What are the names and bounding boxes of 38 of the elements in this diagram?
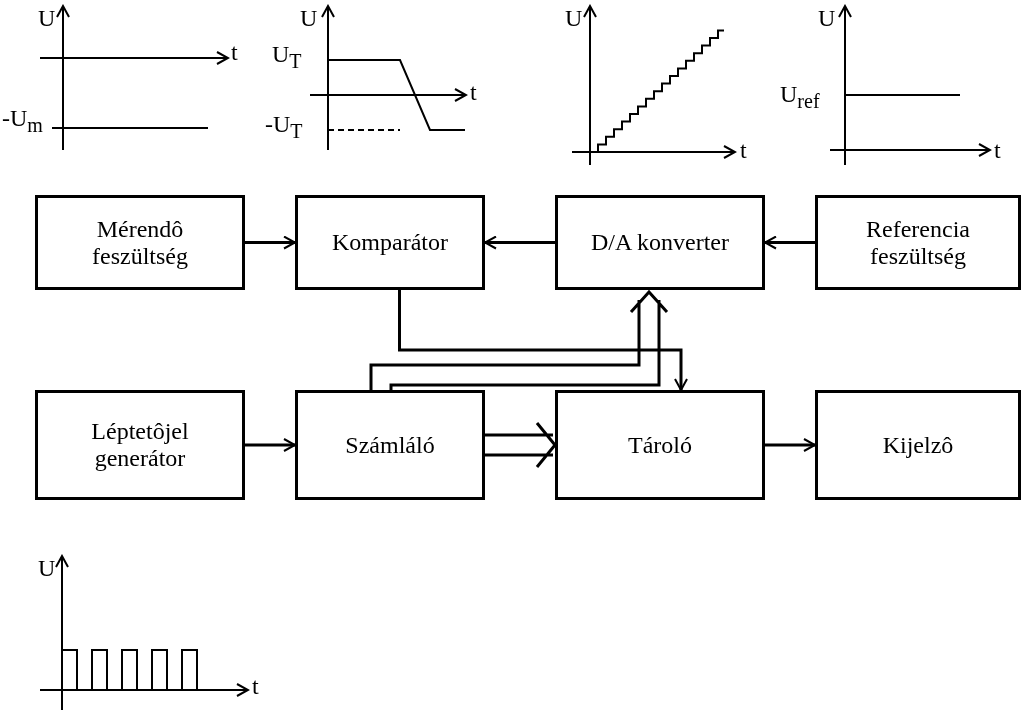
box-label: Számláló <box>345 431 435 459</box>
axis-label: U$_{T}$ <box>272 42 302 71</box>
axis-label: U$_{ref}$ <box>780 82 820 111</box>
axis-label: t <box>740 138 747 162</box>
axis-label: t <box>470 80 477 104</box>
arrow <box>245 235 296 250</box>
process-box <box>295 390 485 500</box>
process-box <box>35 390 245 500</box>
axis-label: U <box>818 6 836 30</box>
process-box <box>815 195 1021 290</box>
axis-label: U <box>38 556 56 580</box>
box-label: Mérendô feszültség <box>91 215 189 270</box>
bus-arrow <box>369 289 669 392</box>
box-label: Léptetôjel generátor <box>90 418 190 472</box>
process-box <box>295 195 485 290</box>
axis-label: -U$_{m}$ <box>2 106 43 135</box>
arrow <box>484 235 555 250</box>
process-box <box>555 390 765 500</box>
axis-label: U <box>38 6 56 30</box>
arrow <box>245 438 296 452</box>
axis-label: U <box>300 6 318 30</box>
axis-label: t <box>252 674 259 698</box>
arrow <box>764 235 815 250</box>
axis-label: t <box>994 138 1001 162</box>
process-box <box>815 390 1021 500</box>
box-label: Referencia feszültség <box>865 215 971 270</box>
axis-label: t <box>231 40 238 64</box>
box-label: D/A konverter <box>591 229 729 256</box>
arrow <box>398 290 688 391</box>
axis-label: U <box>565 6 583 30</box>
axis-label: -U$_{T}$ <box>265 112 303 141</box>
arrow <box>765 438 816 452</box>
process-box <box>35 195 245 290</box>
box-label: Komparátor <box>332 229 448 256</box>
box-label: Tároló <box>628 431 692 459</box>
process-box <box>555 195 765 290</box>
box-label: Kijelzô <box>882 431 954 459</box>
bus-arrow <box>483 421 557 469</box>
